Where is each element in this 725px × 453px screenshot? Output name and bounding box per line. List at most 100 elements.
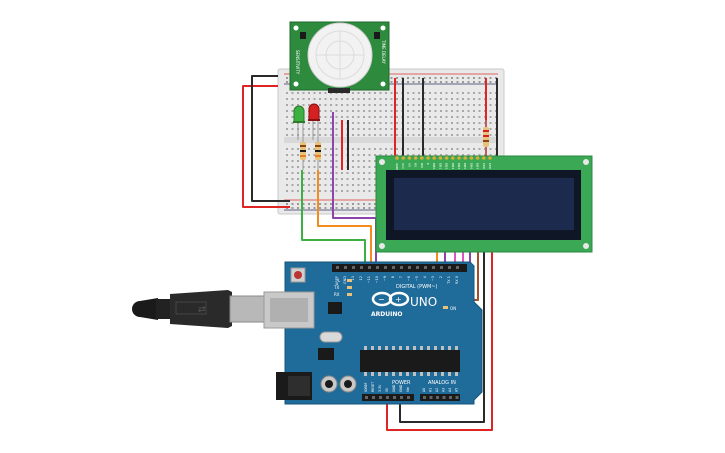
breadboard-hole	[319, 116, 321, 118]
led-red	[308, 103, 320, 121]
breadboard-hole	[286, 98, 288, 100]
breadboard-hole	[324, 92, 327, 94]
breadboard-hole	[407, 116, 409, 118]
breadboard-hole	[313, 178, 316, 180]
breadboard-hole	[423, 154, 426, 156]
breadboard-hole	[341, 116, 343, 118]
breadboard-hole	[396, 148, 398, 150]
digital-pin-label: 12	[359, 276, 363, 280]
usb-connector	[229, 295, 267, 323]
breadboard-hole	[467, 98, 470, 100]
breadboard-hole	[341, 104, 343, 106]
breadboard-hole	[368, 154, 371, 156]
lcd-pin-label: LED	[488, 163, 492, 170]
breadboard-hole	[330, 116, 332, 118]
rail-hole	[440, 81, 442, 83]
breadboard-hole	[462, 116, 464, 118]
usb-cable: ⇄	[132, 290, 267, 328]
rail-hole	[297, 203, 299, 205]
resistors	[300, 120, 489, 170]
breadboard-hole	[286, 166, 288, 168]
rail-hole	[462, 77, 464, 79]
breadboard-hole	[434, 122, 437, 124]
breadboard-hole	[291, 116, 294, 118]
breadboard-hole	[407, 128, 409, 130]
breadboard-hole	[423, 128, 426, 130]
breadboard-hole	[462, 122, 464, 124]
led-label-l: L	[338, 278, 341, 283]
breadboard-hole	[451, 148, 453, 150]
breadboard-hole	[418, 122, 420, 124]
chip-leg	[427, 372, 430, 376]
breadboard-hole	[396, 98, 398, 100]
breadboard-hole	[473, 110, 475, 112]
breadboard-hole	[297, 184, 299, 186]
lcd-pin	[432, 156, 437, 160]
rail-hole	[308, 203, 310, 205]
breadboard-hole	[352, 104, 354, 106]
breadboard-hole	[396, 92, 398, 94]
breadboard-hole	[412, 110, 415, 112]
breadboard-hole	[341, 184, 343, 186]
breadboard-hole	[330, 154, 332, 156]
digital-pin-label: ~3	[431, 276, 435, 281]
breadboard-hole	[330, 166, 332, 168]
breadboard-hole	[308, 172, 310, 174]
lcd-pin	[457, 156, 461, 160]
breadboard-hole	[473, 104, 475, 106]
breadboard-hole	[357, 128, 360, 130]
breadboard-hole	[418, 154, 420, 156]
breadboard-hole	[412, 98, 415, 100]
breadboard-hole	[330, 122, 332, 124]
rail-hole	[412, 81, 415, 83]
analog-pin-label: A3	[442, 388, 446, 392]
breadboard-hole	[335, 148, 338, 150]
breadboard-hole	[291, 122, 294, 124]
voltage-regulator	[318, 348, 334, 360]
breadboard-hole	[390, 154, 393, 156]
lcd-pin	[420, 156, 424, 160]
breadboard-hole	[324, 184, 327, 186]
breadboard-hole	[297, 166, 299, 168]
rail-hole	[335, 203, 338, 205]
breadboard-hole	[374, 110, 376, 112]
analog-header	[420, 394, 460, 401]
breadboard-hole	[286, 184, 288, 186]
breadboard-hole	[286, 134, 288, 136]
breadboard-hole	[407, 104, 409, 106]
breadboard-hole	[335, 128, 338, 130]
lcd-pin-label: E	[426, 163, 430, 165]
breadboard-hole	[396, 134, 398, 136]
breadboard-hole	[357, 166, 360, 168]
chip-leg	[455, 372, 458, 376]
digital-pin	[432, 266, 435, 269]
led-green	[293, 105, 305, 123]
breadboard-hole	[291, 190, 294, 192]
breadboard-hole	[418, 148, 420, 150]
breadboard-hole	[379, 92, 382, 94]
breadboard-hole	[363, 148, 365, 150]
breadboard-hole	[489, 110, 492, 112]
breadboard-hole	[467, 92, 470, 94]
breadboard-hole	[352, 178, 354, 180]
breadboard-hole	[385, 122, 387, 124]
breadboard-hole	[434, 154, 437, 156]
breadboard-hole	[319, 178, 321, 180]
breadboard-hole	[291, 98, 294, 100]
rail-hole	[319, 203, 321, 205]
breadboard-hole	[352, 148, 354, 150]
breadboard-hole	[462, 148, 464, 150]
breadboard-hole	[478, 116, 481, 118]
breadboard-hole	[467, 116, 470, 118]
breadboard-hole	[423, 98, 426, 100]
breadboard-hole	[396, 110, 398, 112]
breadboard-hole	[412, 122, 415, 124]
breadboard-hole	[324, 148, 327, 150]
breadboard-hole	[473, 134, 475, 136]
breadboard-hole	[429, 98, 431, 100]
breadboard-hole	[368, 166, 371, 168]
rail-hole	[363, 207, 365, 209]
rail-hole	[423, 77, 426, 79]
breadboard-hole	[462, 128, 464, 130]
power-pin	[393, 396, 396, 399]
